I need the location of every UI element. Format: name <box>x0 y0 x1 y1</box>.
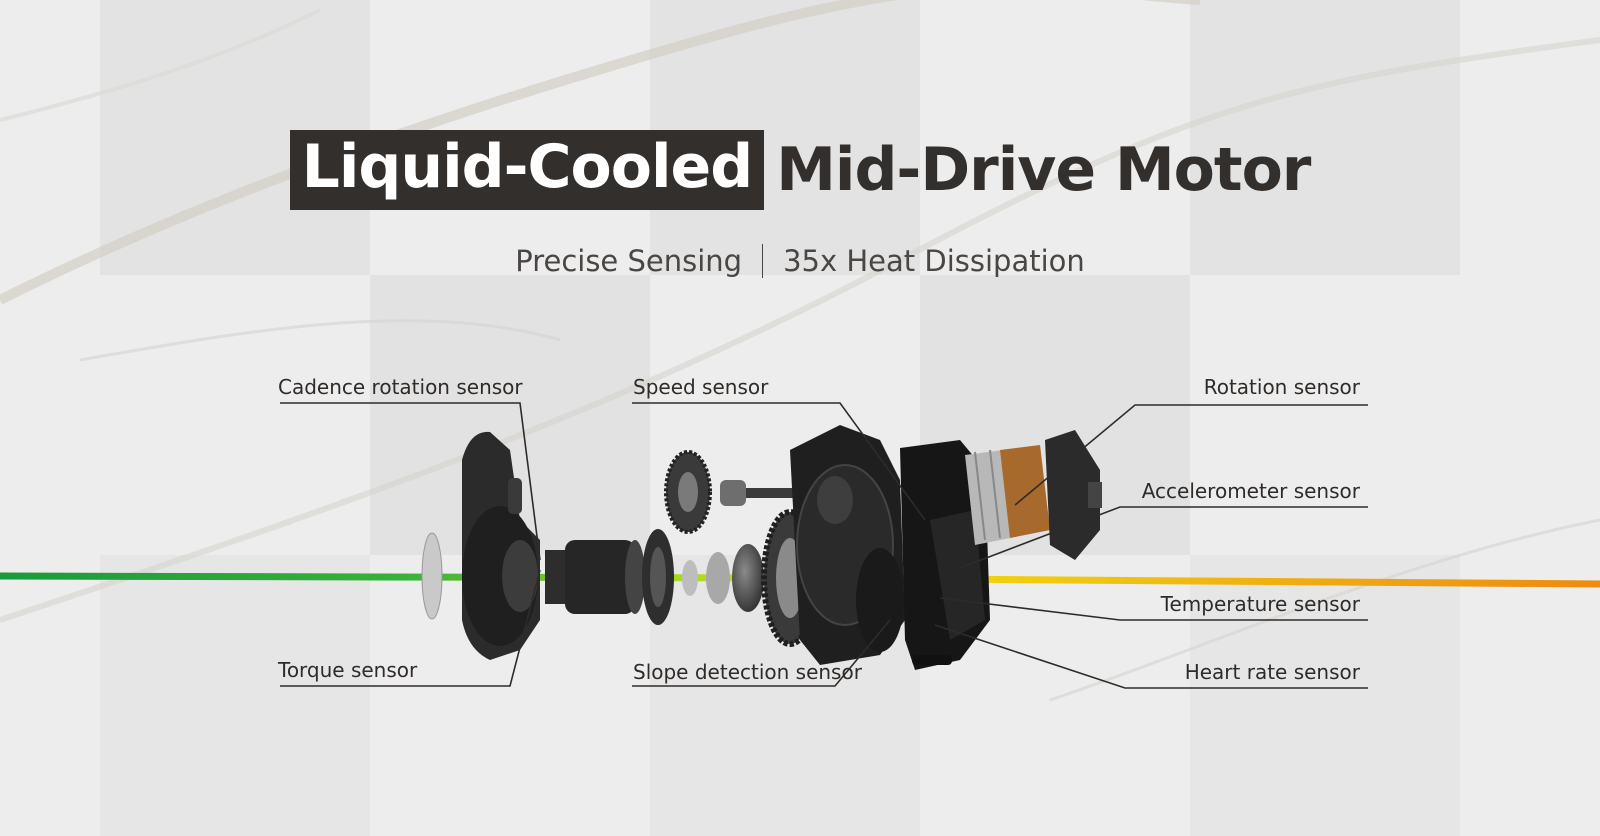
label-speed-sensor: Speed sensor <box>633 375 769 399</box>
small-gear-part <box>664 450 796 534</box>
label-temperature-sensor: Temperature sensor <box>1160 592 1360 616</box>
controller-board-part <box>900 440 990 670</box>
subheadline: Precise Sensing 35x Heat Dissipation <box>0 244 1600 278</box>
subheadline-left: Precise Sensing <box>515 244 743 278</box>
bearing-part <box>682 544 764 612</box>
headline: Liquid-Cooled Mid-Drive Motor <box>0 130 1600 210</box>
spider-ring-part <box>642 529 674 625</box>
washer-part <box>421 532 443 620</box>
label-torque-sensor: Torque sensor <box>278 658 418 682</box>
label-accelerometer-sensor: Accelerometer sensor <box>1141 479 1360 503</box>
label-slope-detection-sensor: Slope detection sensor <box>633 660 862 684</box>
headline-rest: Mid-Drive Motor <box>776 135 1311 205</box>
main-housing-part <box>790 425 905 665</box>
label-heart-rate-sensor: Heart rate sensor <box>1184 660 1360 684</box>
label-cadence-rotation-sensor: Cadence rotation sensor <box>278 375 523 399</box>
subheadline-divider <box>762 244 764 278</box>
end-cap-part <box>1045 430 1102 560</box>
headline-highlight: Liquid-Cooled <box>289 130 765 210</box>
leader-lines <box>280 402 1368 689</box>
subheadline-right: 35x Heat Dissipation <box>783 244 1085 278</box>
stator-part <box>965 445 1050 545</box>
label-rotation-sensor: Rotation sensor <box>1203 375 1360 399</box>
left-housing-cover <box>462 431 540 660</box>
torque-sensor-part <box>545 540 645 614</box>
